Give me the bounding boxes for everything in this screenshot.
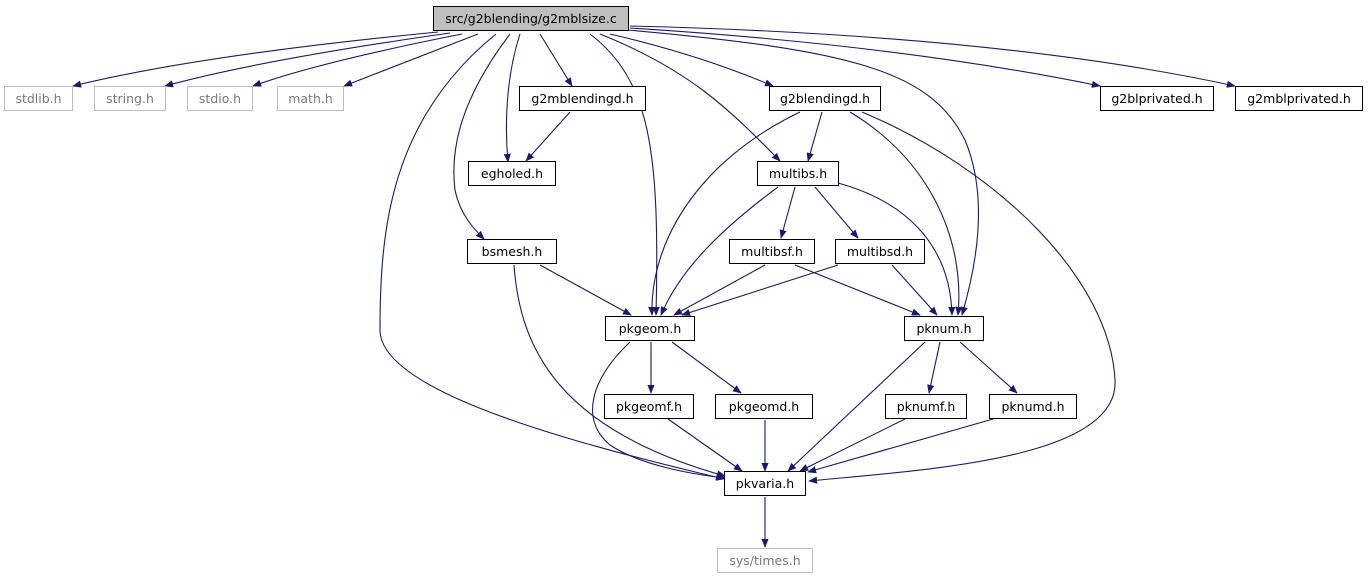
node-pknumf[interactable]: pknumf.h <box>885 394 967 419</box>
edge-root-g2mblendingd <box>539 33 573 87</box>
edge-multibsf-pknum <box>794 264 921 316</box>
edge-pkgeomf-pkvaria <box>667 418 743 472</box>
node-pkgeomf[interactable]: pkgeomf.h <box>604 394 694 419</box>
edge-root-stdlib <box>72 31 439 88</box>
edge-multibs-pknum <box>837 182 956 316</box>
node-pkgeomd[interactable]: pkgeomd.h <box>715 394 813 419</box>
node-g2blendingd[interactable]: g2blendingd.h <box>769 86 881 111</box>
edge-pknum-pknumf <box>927 341 941 394</box>
edge-pknumd-pkvaria <box>807 418 994 474</box>
node-bsmesh[interactable]: bsmesh.h <box>467 239 557 264</box>
edge-root-egholed <box>503 33 521 163</box>
node-multibs[interactable]: multibs.h <box>757 161 839 186</box>
edge-root-string <box>164 32 451 88</box>
edge-g2mblendingd-egholed <box>525 111 571 162</box>
node-pkvaria[interactable]: pkvaria.h <box>724 471 806 496</box>
edge-multibsf-pkgeom <box>673 264 766 316</box>
node-multibsd[interactable]: multibsd.h <box>835 239 925 264</box>
edge-multibs-pkgeom <box>660 186 779 316</box>
edge-g2blendingd-multibs <box>806 111 823 162</box>
edge-pkgeom-pkvaria <box>592 341 726 481</box>
node-pknumd[interactable]: pknumd.h <box>989 394 1077 419</box>
edge-g2blendingd-pkvaria <box>808 111 1116 484</box>
edge-g2blendingd-pkgeom <box>648 111 801 316</box>
edge-bsmesh-pkvaria <box>513 264 726 478</box>
node-stdio: stdio.h <box>187 86 253 111</box>
node-g2mblprivated[interactable]: g2mblprivated.h <box>1235 86 1363 111</box>
node-systimes: sys/times.h <box>717 548 813 573</box>
edge-pknumf-pkvaria <box>799 418 906 472</box>
edge-root-math <box>343 33 479 87</box>
edge-pknum-pknumd <box>959 341 1018 394</box>
edge-root-pknum <box>627 29 979 316</box>
edge-bsmesh-pkgeom <box>539 264 632 316</box>
node-pkgeom[interactable]: pkgeom.h <box>605 316 695 341</box>
edge-pkgeom-pkgeomd <box>671 341 742 394</box>
edge-root-multibs <box>599 33 781 162</box>
edge-multibs-multibsd <box>814 186 859 239</box>
edge-root-pkvaria-left <box>379 33 725 481</box>
edge-multibsd-pknum <box>891 264 938 316</box>
edge-root-g2blendingd <box>609 33 774 87</box>
node-math: math.h <box>277 86 344 111</box>
edge-multibs-multibsf <box>779 186 796 239</box>
edge-pknum-pkvaria <box>787 341 926 472</box>
edge-multibsd-pkgeom <box>681 264 839 316</box>
node-string: string.h <box>94 86 166 111</box>
edge-root-g2mblprivated <box>629 25 1236 88</box>
node-pknum[interactable]: pknum.h <box>904 316 984 341</box>
edge-g2blendingd-pknum <box>849 111 963 316</box>
node-g2mblendingd[interactable]: g2mblendingd.h <box>519 86 646 111</box>
node-root-file: src/g2blending/g2mblsize.c <box>433 6 629 31</box>
node-stdlib: stdlib.h <box>4 86 73 111</box>
node-egholed[interactable]: egholed.h <box>468 161 556 186</box>
edge-root-bsmesh <box>453 33 511 240</box>
edge-root-pkgeom <box>589 33 660 316</box>
edge-root-g2blprivated <box>629 27 1101 88</box>
node-g2blprivated[interactable]: g2blprivated.h <box>1100 86 1214 111</box>
node-multibsf[interactable]: multibsf.h <box>729 239 815 264</box>
edge-root-stdio <box>252 33 463 87</box>
